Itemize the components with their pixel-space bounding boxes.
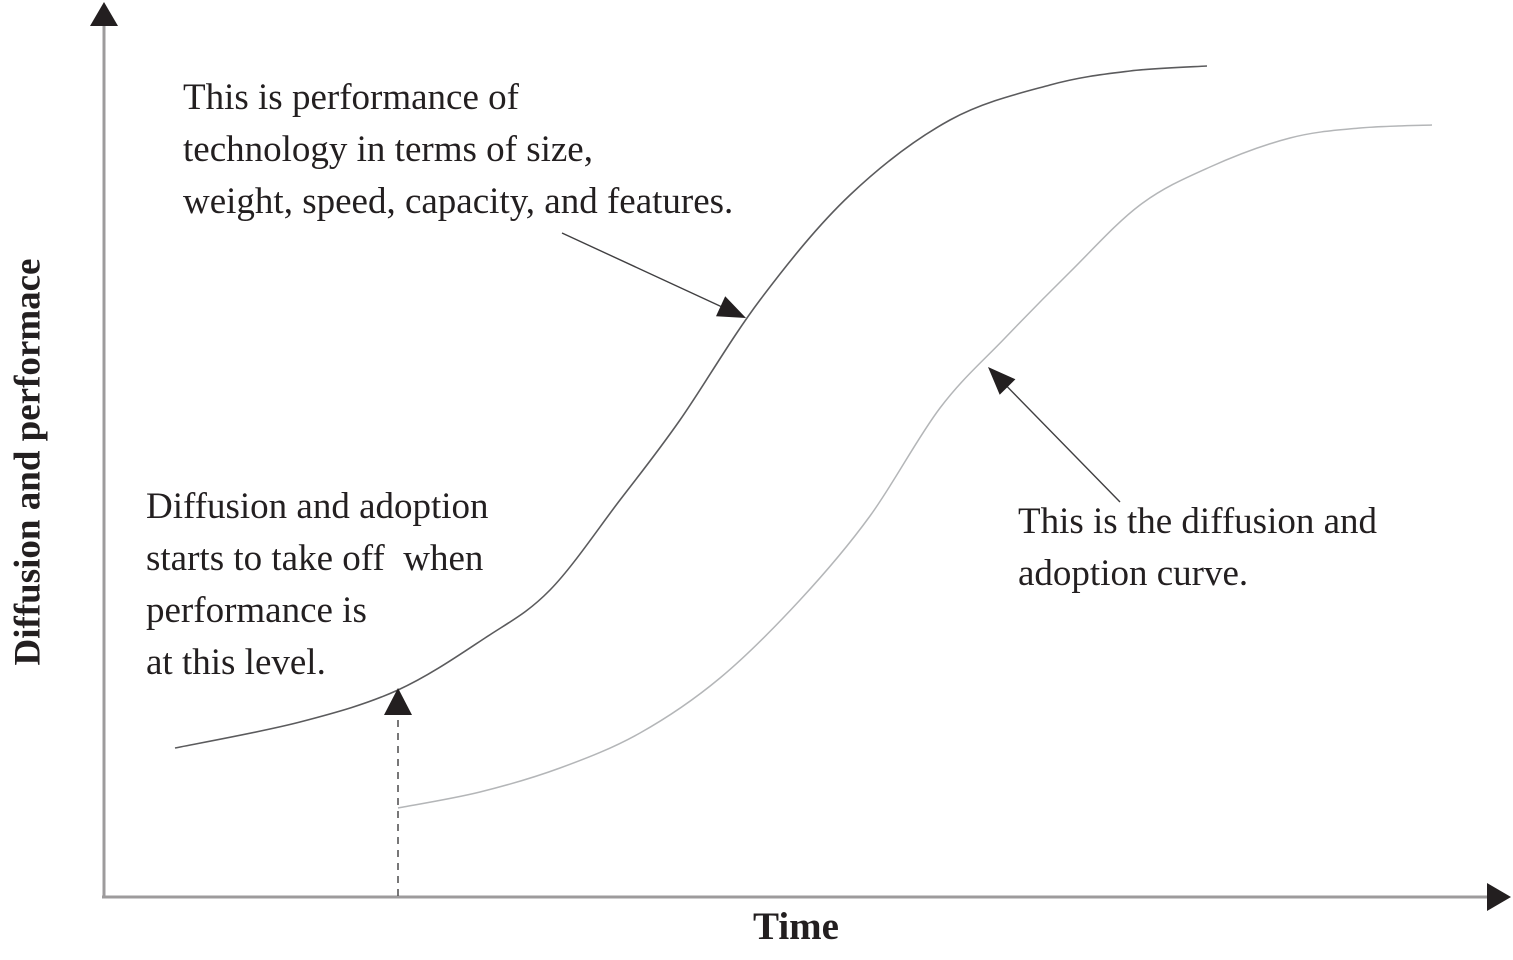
adoption-note-arrowhead <box>988 367 1016 395</box>
takeoff-annotation-text: Diffusion and adoption starts to take of… <box>146 486 489 683</box>
y-axis-label: Diffusion and performace <box>7 258 49 666</box>
performance-annotation-text: This is performance of technology in ter… <box>183 77 734 222</box>
x-axis-arrowhead <box>1487 883 1511 911</box>
performance-note-arrow-line <box>561 232 730 312</box>
adoption-curve <box>397 124 1433 809</box>
takeoff-note-arrowhead <box>384 688 412 715</box>
performance-note-arrowhead <box>716 296 746 318</box>
adoption-note-arrow-line <box>1000 379 1121 503</box>
x-axis-label: Time <box>753 905 839 948</box>
adoption-annotation-text: This is the diffusion and adoption curve… <box>1018 501 1378 594</box>
y-axis-arrowhead <box>90 2 118 26</box>
